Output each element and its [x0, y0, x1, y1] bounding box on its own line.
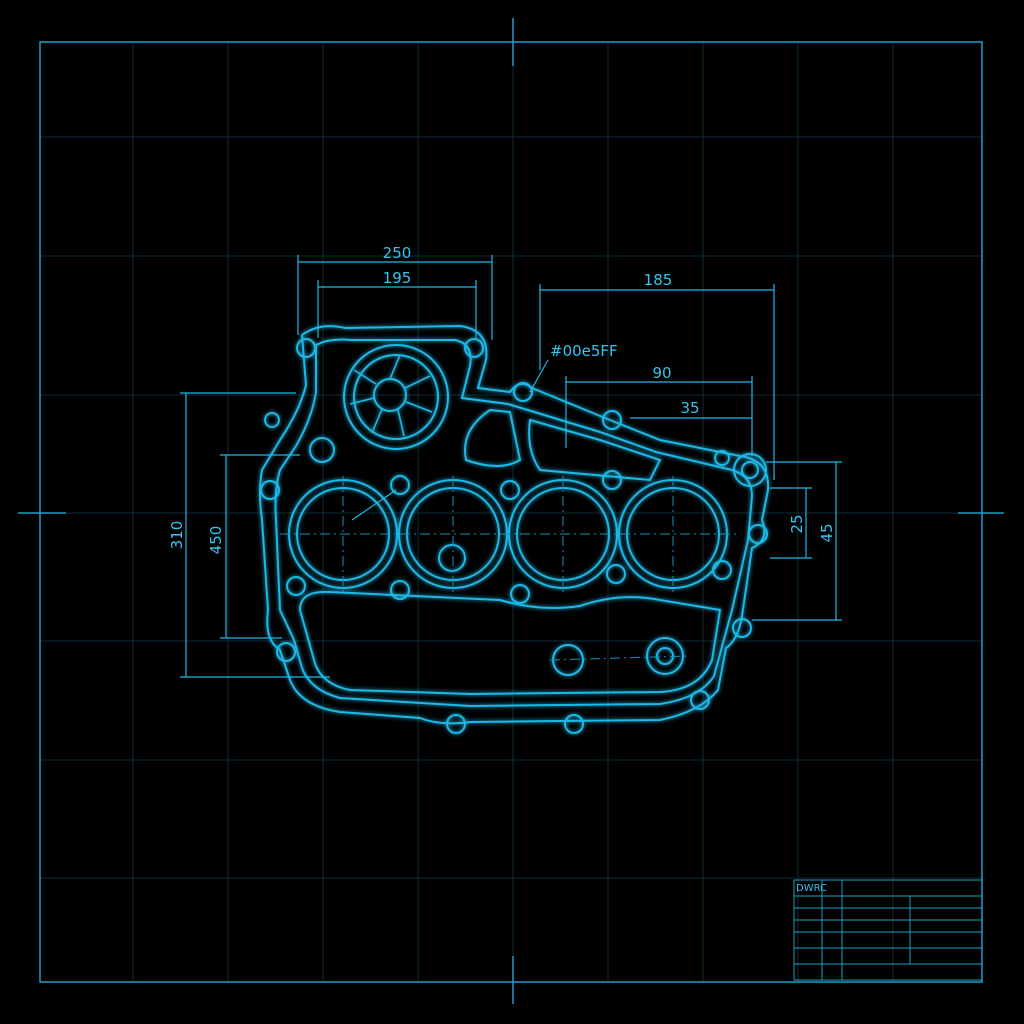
dim-mid-right-upper: 90: [652, 364, 671, 382]
title-block-label: DWRC: [796, 883, 827, 894]
dim-top-inner: 195: [383, 269, 412, 287]
grid: [40, 42, 982, 982]
dim-callout: #00e5FF: [550, 342, 618, 360]
dim-left-outer: 310: [168, 521, 186, 550]
dim-right-outer: 45: [818, 523, 836, 542]
title-block: [793, 879, 983, 981]
lower-port-right: [646, 637, 684, 675]
drawing-border: [39, 41, 983, 983]
gasket-part: [259, 324, 770, 734]
lower-cavity: [298, 590, 722, 696]
pump-inner: [353, 354, 439, 440]
outer-outline: [259, 324, 770, 725]
dim-right-inner: 25: [788, 514, 806, 533]
center-lines: [280, 476, 740, 661]
bolt-holes: [260, 338, 768, 734]
dim-top-overall: 250: [383, 244, 412, 262]
pump-vanes: [349, 354, 433, 437]
upper-window-right: [528, 418, 662, 482]
pump-outer: [343, 344, 449, 450]
dim-top-right: 185: [644, 271, 673, 289]
sensor-port: [309, 437, 335, 463]
center-ticks: [18, 18, 1004, 1004]
upper-window-left: [464, 408, 522, 467]
dim-left-inner: 450: [207, 526, 225, 555]
dimension-lines: [180, 255, 842, 678]
dim-mid-right-lower: 35: [680, 399, 699, 417]
small-port: [438, 544, 466, 572]
